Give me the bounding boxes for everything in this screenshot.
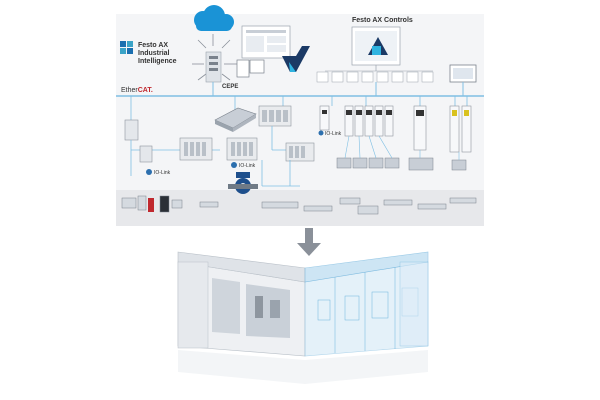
festo-ax-logo <box>120 41 133 54</box>
bus-drops <box>130 96 468 120</box>
connection-arrows <box>192 34 238 81</box>
io-module-mid <box>139 145 153 163</box>
cepe-label: CEPE <box>222 84 238 90</box>
ax-controls-label: Festo AX Controls <box>352 17 413 24</box>
cloud-icon <box>194 5 234 31</box>
iolink-label-2: IO-Link <box>239 163 256 169</box>
festo-ax-mark <box>282 46 310 72</box>
ax-ii-line2: Industrial <box>138 50 170 57</box>
production-machine <box>177 251 429 384</box>
phone-device <box>249 59 265 74</box>
iolink-label-3: IO-Link <box>325 131 342 137</box>
servo-drive-6 <box>384 105 394 137</box>
drive-9 <box>461 105 472 153</box>
down-arrow-icon <box>297 228 321 256</box>
motors <box>336 157 467 171</box>
ethercat-label: EtherCAT. <box>121 87 153 94</box>
ax-ii-line3: Intelligence <box>138 58 177 65</box>
iolink-label-1: IO-Link <box>154 170 171 176</box>
io-module-left <box>124 119 139 141</box>
servo-drive-1 <box>319 105 330 131</box>
controls-network <box>316 70 434 83</box>
process-valve <box>228 172 258 194</box>
drive-8 <box>449 105 460 153</box>
ax-ii-line1: Festo AX <box>138 42 168 49</box>
actuators-row <box>121 195 477 215</box>
tablet-device <box>236 59 250 78</box>
